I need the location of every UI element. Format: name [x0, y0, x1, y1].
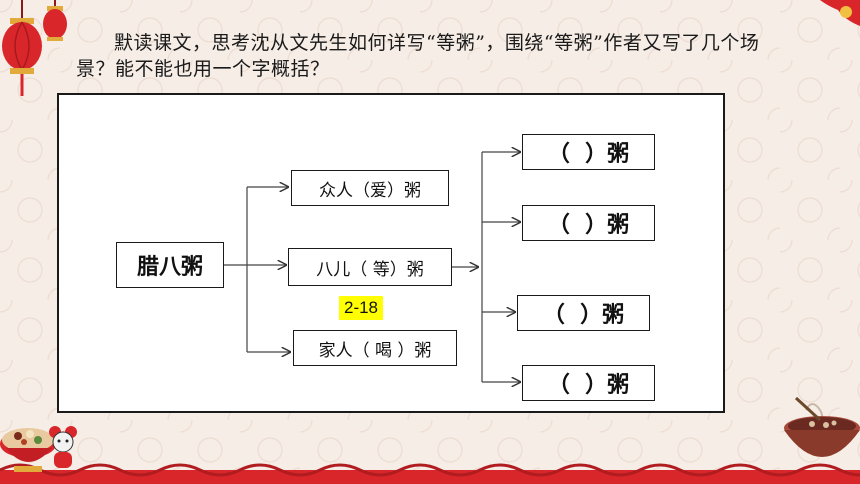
branch-node-wait: 八儿（ 等）粥 [288, 248, 452, 286]
page-number-badge: 2-18 [339, 296, 383, 320]
root-node: 腊八粥 [116, 242, 224, 288]
blank-node-1: （ ）粥 [522, 134, 655, 170]
branch-node-love: 众人（爱）粥 [291, 170, 449, 206]
question-text: 默读课文，思考沈从文先生如何详写“等粥”，围绕“等粥”作者又写了几个场景？能不能… [76, 32, 760, 80]
blank-node-4: （ ）粥 [522, 365, 655, 401]
blank-node-3: （ ）粥 [517, 295, 650, 331]
cartoon-mouse-icon [49, 426, 77, 468]
porridge-bowl-icon [784, 396, 860, 457]
branch-node-drink: 家人（ 喝 ）粥 [293, 330, 457, 366]
blank-node-2: （ ）粥 [522, 205, 655, 241]
red-lantern-icon [2, 0, 67, 96]
laba-porridge-bowl-icon [0, 428, 56, 472]
